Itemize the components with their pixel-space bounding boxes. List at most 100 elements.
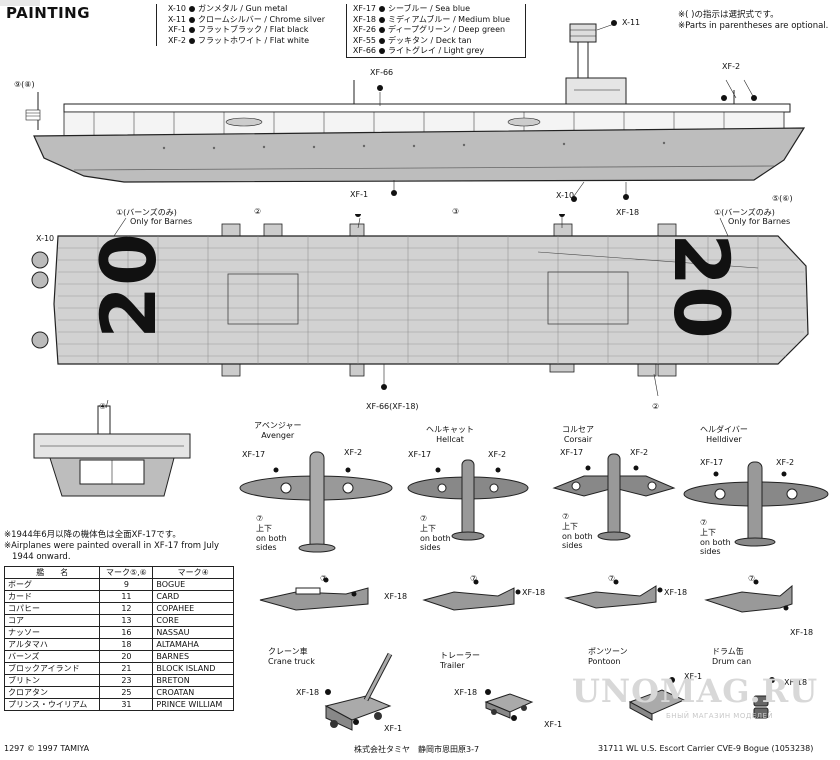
pontoon-drawing (628, 689, 686, 721)
helldiver-xf17: XF-17 (700, 458, 724, 467)
paint-dot-icon (189, 37, 195, 44)
hellcat-side-view (422, 587, 515, 611)
avenger-xf2: XF-2 (344, 448, 363, 457)
trailer-xf1: XF-1 (544, 720, 563, 729)
pontoon-xf1: XF-1 (684, 672, 703, 681)
avenger-top-view (239, 451, 393, 553)
avenger-side-mark7: ⑦ (320, 574, 328, 583)
barnes-note-right: Only for Barnes (728, 217, 791, 226)
label-x11: X-11 (622, 18, 641, 27)
label-xf2: XF-2 (722, 62, 741, 71)
ship-deck-view (31, 214, 809, 397)
mark-1-left: ①(バーンズのみ) (116, 208, 177, 217)
corsair-xf2: XF-2 (630, 448, 649, 457)
paint-dot-icon (379, 6, 385, 13)
deck-number-right: 20 (657, 233, 746, 339)
paint-dot-icon (379, 16, 385, 23)
ship-side-view (25, 20, 806, 202)
helldiver-side-xf18: XF-18 (790, 628, 814, 637)
site-tab (0, 0, 40, 6)
aircraft-side-views (259, 577, 793, 613)
crane-xf18: XF-18 (296, 688, 320, 697)
helldiver-xf2: XF-2 (776, 458, 795, 467)
avenger-xf17: XF-17 (242, 450, 266, 459)
corsair-xf17: XF-17 (560, 448, 584, 457)
aircraft-top-views (239, 451, 829, 553)
mark-2-bottom: ② (652, 402, 660, 411)
trailer-drawing (484, 693, 534, 719)
label-deck-x10: X-10 (36, 234, 55, 243)
corsair-top-view (552, 453, 676, 541)
hellcat-xf17: XF-17 (408, 450, 432, 459)
crane-truck-drawing (324, 652, 393, 731)
hellcat-xf2: XF-2 (488, 450, 507, 459)
crane-xf1: XF-1 (384, 724, 403, 733)
avenger-side-view (259, 587, 369, 611)
label-x10: X-10 (556, 191, 575, 200)
ship-front-view (33, 400, 191, 497)
helldiver-top-view (683, 461, 829, 547)
paint-dot-icon (189, 16, 195, 23)
paint-dot-icon (379, 48, 385, 55)
label-xf1: XF-1 (350, 190, 369, 199)
helldiver-side-view (704, 584, 793, 613)
paint-dot-icon (379, 37, 385, 44)
footer-product: 31711 WL U.S. Escort Carrier CVE-9 Bogue… (598, 744, 814, 753)
hellcat-side-xf18: XF-18 (522, 588, 546, 597)
aircraft-color-note: ※1944年6月以降の機体色は全面XF-17です。 ※Airplanes wer… (4, 530, 220, 562)
paint-dot-icon (189, 6, 195, 13)
hellcat-side-mark7: ⑦ (470, 574, 478, 583)
barnes-note-left: Only for Barnes (130, 217, 193, 226)
label-xf66: XF-66 (370, 68, 394, 77)
page-title: PAINTING (6, 4, 91, 22)
footer-copyright: 1297 © 1997 TAMIYA (4, 744, 90, 753)
mark-4: ④ (99, 402, 107, 411)
deck-number-left: 20 (84, 233, 173, 339)
watermark-subtitle: БНЫЙ МАГАЗИН МОДЕЛЕЙ (666, 712, 774, 720)
mark-2-top: ② (254, 207, 262, 216)
corsair-side-view (564, 585, 657, 609)
paint-dot-icon (189, 27, 195, 34)
mark-5-6: ⑤(⑥) (772, 194, 793, 203)
label-xf66-xf18: XF-66(XF-18) (366, 402, 419, 411)
watermark-logo: UNOMAG.RU (572, 672, 819, 710)
table-header-row: 艦 名 マーク⑤,⑥ マーク④ (3, 566, 234, 579)
hellcat-top-view (407, 459, 529, 541)
trailer-xf18: XF-18 (454, 688, 478, 697)
drum-can-drawing (753, 695, 769, 719)
drum-xf18: XF-18 (784, 678, 808, 687)
vehicle-drawings (324, 652, 775, 731)
avenger-side-xf18: XF-18 (384, 592, 408, 601)
